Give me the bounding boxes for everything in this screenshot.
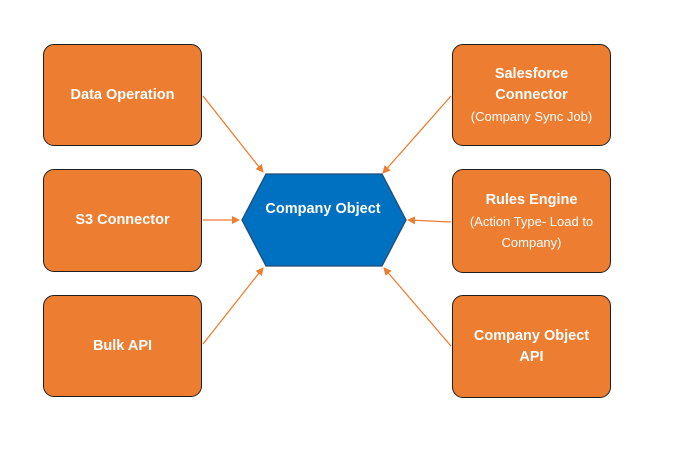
arrow-company-object-api [383, 267, 452, 347]
arrow-rules-engine [407, 216, 452, 225]
salesforce-connector-subtitle: (Company Sync Job) [470, 108, 593, 124]
salesforce-connector-title: Salesforce Connector [494, 65, 569, 103]
company-object-label: Company Object [265, 201, 381, 217]
arrow-salesforce-connector [382, 95, 452, 174]
arrow-data-operation [202, 95, 264, 173]
s3-connector-box: S3 Connector [43, 169, 202, 272]
rules-engine-title: Rules Engine [485, 191, 578, 208]
data-operation-box: Data Operation [43, 44, 202, 146]
rules-engine-subtitle: (Action Type- Load to Company) [469, 213, 594, 250]
company-object-api-box: Company Object API [452, 295, 611, 398]
s3-connector-title: S3 Connector [75, 212, 170, 228]
bulk-api-title: Bulk API [92, 337, 153, 354]
data-operation-title: Data Operation [70, 86, 175, 103]
arrow-bulk-api [202, 267, 264, 345]
bulk-api-box: Bulk API [43, 295, 202, 397]
company-object-api-title: Company Object API [473, 327, 590, 365]
rules-engine-box: Rules Engine (Action Type- Load to Compa… [452, 169, 611, 273]
salesforce-connector-box: Salesforce Connector (Company Sync Job) [452, 44, 611, 146]
company-object-hexagon [241, 173, 407, 267]
